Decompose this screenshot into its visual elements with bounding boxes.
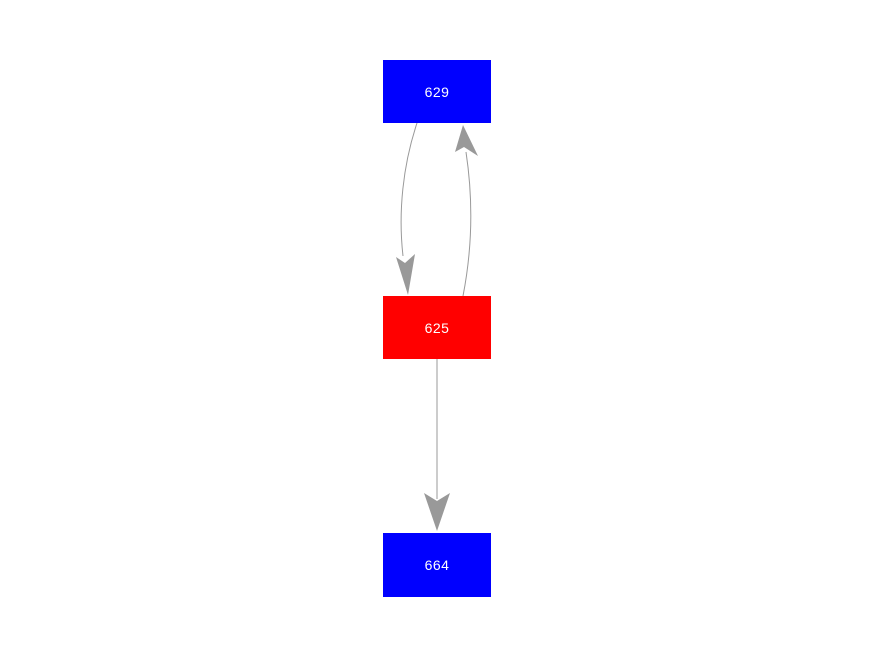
node-664: 664 [383,533,491,597]
node-label: 664 [424,557,450,573]
node-625: 625 [383,296,491,359]
node-label: 629 [424,83,450,100]
arrowhead-625-664-icon [424,493,450,531]
arrowhead-629-625-icon [396,254,415,295]
edge-625-629 [462,151,472,297]
node-label: 625 [424,319,450,336]
arrowhead-625-629-icon [455,125,478,156]
node-629: 629 [383,60,491,123]
edge-629-625 [400,122,418,257]
